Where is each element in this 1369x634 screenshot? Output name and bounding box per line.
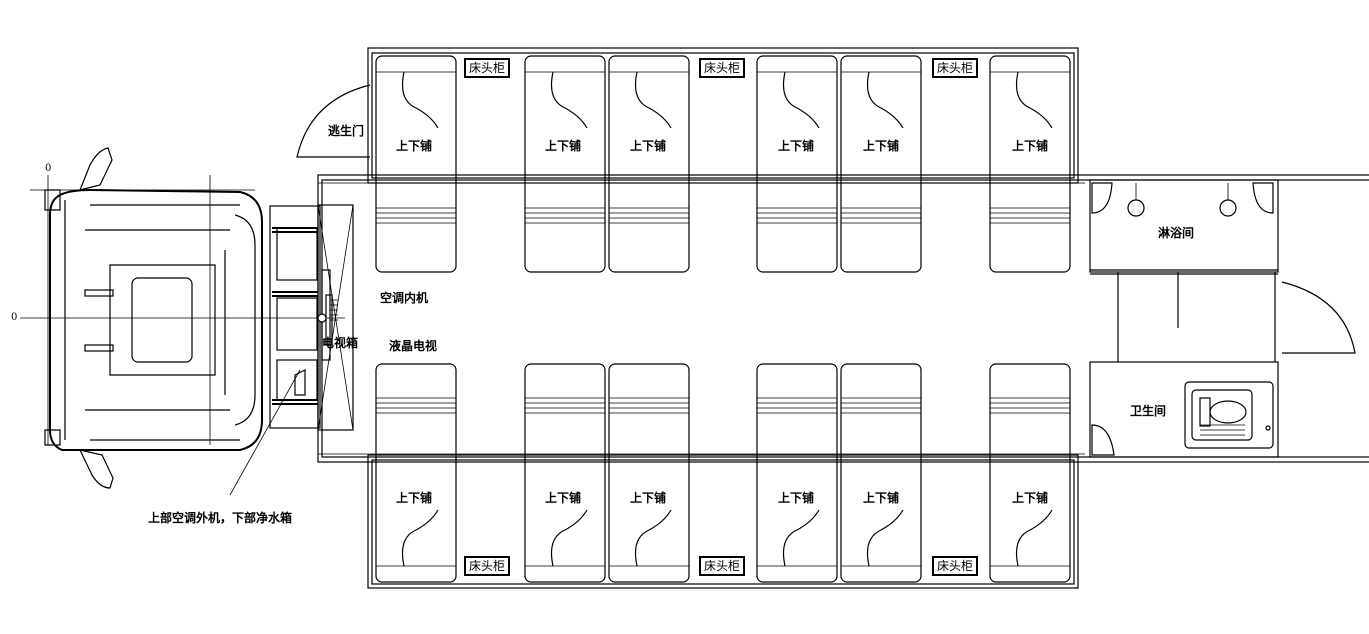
bunk-bottom-4 — [756, 363, 838, 583]
escape-door-label: 逃生门 — [328, 124, 365, 138]
bunk-top-6 — [989, 55, 1071, 273]
nightstand-top-3: 床头柜 — [932, 58, 979, 78]
bunk-top-label-1: 上下铺 — [396, 139, 433, 153]
nightstand-top-2: 床头柜 — [699, 58, 746, 78]
lcd-tv-label: 液晶电视 — [389, 339, 438, 353]
top-bunk-row — [375, 55, 1071, 273]
bunk-bottom-label-1: 上下铺 — [396, 491, 433, 505]
bunk-top-4 — [756, 55, 838, 273]
nightstand-top-1: 床头柜 — [464, 58, 511, 78]
bunk-bottom-1 — [375, 363, 457, 583]
tv-cabinet-label: 电视箱 — [322, 336, 359, 350]
shower-room-label: 淋浴间 — [1158, 226, 1195, 240]
escape-door — [296, 80, 371, 160]
toilet-room-label: 卫生间 — [1130, 404, 1167, 418]
bunk-bottom-5 — [840, 363, 922, 583]
axis-marker-top: 0 — [45, 163, 52, 174]
toilet-room — [1089, 361, 1279, 458]
bunk-top-label-2: 上下铺 — [545, 139, 582, 153]
nightstand-bottom-2: 床头柜 — [699, 556, 746, 576]
bunk-bottom-label-4: 上下铺 — [778, 491, 815, 505]
bunk-bottom-3 — [608, 363, 690, 583]
bunk-top-1 — [375, 55, 457, 273]
side-door — [1281, 281, 1356, 354]
bunk-bottom-label-2: 上下铺 — [545, 491, 582, 505]
living-box — [317, 47, 1369, 589]
bunk-top-3 — [608, 55, 690, 273]
ac-indoor-label: 空调内机 — [380, 291, 429, 305]
nightstand-bottom-1: 床头柜 — [464, 556, 511, 576]
bunk-top-label-5: 上下铺 — [863, 139, 900, 153]
bunk-top-2 — [524, 55, 606, 273]
shower-room — [1089, 179, 1279, 362]
bunk-bottom-2 — [524, 363, 606, 583]
nightstand-bottom-3: 床头柜 — [932, 556, 979, 576]
bunk-bottom-label-3: 上下铺 — [630, 491, 667, 505]
bunk-top-5 — [840, 55, 922, 273]
bunk-top-label-6: 上下铺 — [1012, 139, 1049, 153]
axis-marker-left: 0 — [11, 312, 18, 323]
bottom-bunk-row — [375, 363, 1071, 583]
ac-water-tank-module — [229, 205, 321, 496]
truck-cab — [20, 147, 345, 489]
bunk-top-label-3: 上下铺 — [630, 139, 667, 153]
water-tank-note: 上部空调外机，下部净水箱 — [148, 511, 293, 525]
bunk-bottom-6 — [989, 363, 1071, 583]
bunk-bottom-label-5: 上下铺 — [863, 491, 900, 505]
bunk-bottom-label-6: 上下铺 — [1012, 491, 1049, 505]
bunk-top-label-4: 上下铺 — [778, 139, 815, 153]
